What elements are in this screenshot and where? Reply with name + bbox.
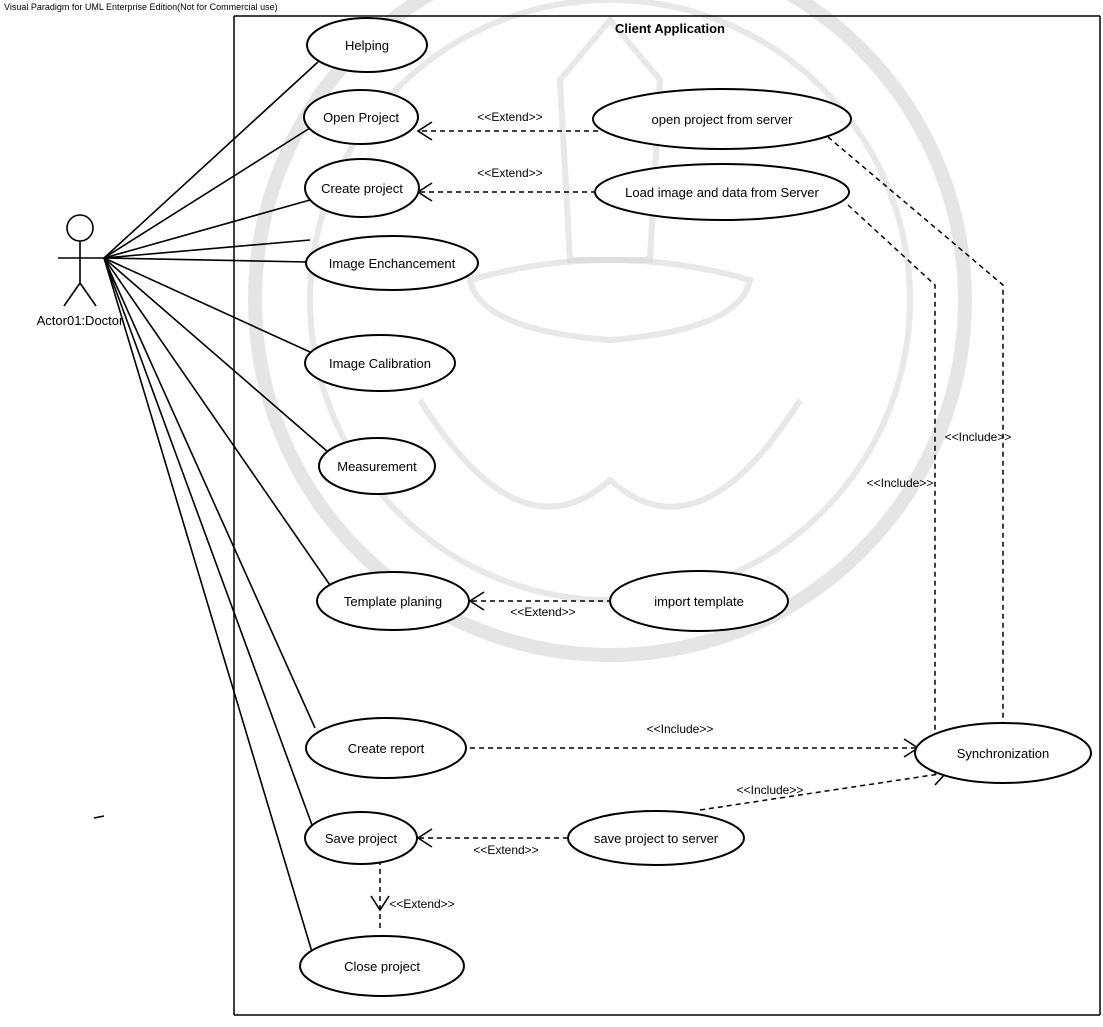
- use-case-save-project[interactable]: Save project: [304, 811, 418, 865]
- include-save-server-line: [699, 772, 947, 811]
- use-case-image-enhancement-label: Image Enchancement: [329, 256, 456, 271]
- include-load-server-line: [847, 204, 936, 773]
- extend-open-label: <<Extend>>: [477, 110, 542, 124]
- use-case-helping[interactable]: Helping: [306, 17, 428, 73]
- use-case-measurement[interactable]: Measurement: [318, 437, 436, 495]
- use-case-open-project[interactable]: Open Project: [303, 89, 419, 145]
- use-case-synchronization[interactable]: Synchronization: [914, 722, 1092, 784]
- use-case-template-planning-label: Template planing: [344, 594, 442, 609]
- extend-close-label: <<Extend>>: [389, 897, 454, 911]
- boundary-title: Client Application: [615, 21, 725, 36]
- use-case-image-calibration[interactable]: Image Calibration: [304, 334, 456, 392]
- use-case-image-enhancement[interactable]: Image Enchancement: [305, 235, 479, 291]
- assoc-template-planning: [103, 257, 333, 589]
- use-case-import-template[interactable]: import template: [609, 570, 789, 632]
- actor-left-leg: [63, 282, 81, 307]
- use-case-open-project-from-server-label: open project from server: [652, 112, 794, 127]
- actor-name: Actor01:Doctor: [37, 313, 124, 328]
- stray-mark: [93, 815, 105, 819]
- extend-close-arrowhead: [370, 895, 390, 912]
- use-case-save-project-label: Save project: [325, 831, 398, 846]
- use-case-template-planning[interactable]: Template planing: [316, 571, 470, 631]
- assoc-close-project: [103, 257, 313, 953]
- use-case-load-image-from-server-label: Load image and data from Server: [625, 185, 819, 200]
- use-case-save-project-to-server-label: save project to server: [594, 831, 719, 846]
- actor-doctor[interactable]: Actor01:Doctor: [37, 214, 124, 328]
- use-case-save-project-to-server[interactable]: save project to server: [567, 810, 745, 866]
- use-case-create-report[interactable]: Create report: [305, 717, 467, 779]
- assoc-open-project: [103, 127, 311, 259]
- use-case-open-project-from-server[interactable]: open project from server: [592, 88, 852, 150]
- assoc-image-enhancement: [103, 257, 309, 263]
- include-report-label: <<Include>>: [647, 722, 714, 736]
- assoc-create-report: [103, 257, 316, 729]
- include-save-server-label: <<Include>>: [737, 783, 804, 797]
- use-case-load-image-from-server[interactable]: Load image and data from Server: [594, 163, 850, 221]
- use-case-open-project-label: Open Project: [323, 110, 399, 125]
- actor-associations: [103, 61, 333, 953]
- extend-open-arrowhead: [416, 121, 433, 141]
- assoc-image-calibration: [103, 257, 311, 353]
- system-boundary: Client Application: [233, 15, 1101, 1016]
- use-case-import-template-label: import template: [654, 594, 744, 609]
- actor-head: [66, 214, 94, 242]
- assoc-measurement: [103, 257, 329, 453]
- use-case-close-project-label: Close project: [344, 959, 420, 974]
- include-open-server-line: [827, 136, 1004, 773]
- assoc-create-project: [103, 199, 311, 259]
- include-load-server-label: <<Include>>: [867, 476, 934, 490]
- use-case-close-project[interactable]: Close project: [299, 935, 465, 997]
- actor-right-leg: [79, 282, 97, 307]
- use-case-create-project-label: Create project: [321, 181, 403, 196]
- use-case-create-report-label: Create report: [348, 741, 425, 756]
- assoc-helping: [103, 61, 319, 259]
- extend-create-label: <<Extend>>: [477, 166, 542, 180]
- assoc-save-project: [103, 257, 313, 826]
- dependencies: <<Extend>> <<Extend>> <<Extend>> <<Inclu…: [370, 110, 1013, 930]
- assoc-create-project-2: [103, 239, 311, 259]
- use-case-image-calibration-label: Image Calibration: [329, 356, 431, 371]
- use-case-synchronization-label: Synchronization: [957, 746, 1050, 761]
- extend-save-server-label: <<Extend>>: [473, 843, 538, 857]
- use-case-create-project[interactable]: Create project: [304, 158, 420, 218]
- extend-template-label: <<Extend>>: [510, 605, 575, 619]
- use-case-measurement-label: Measurement: [337, 459, 417, 474]
- include-open-server-label: <<Include>>: [945, 430, 1012, 444]
- use-case-helping-label: Helping: [345, 38, 389, 53]
- header-text: Visual Paradigm for UML Enterprise Editi…: [4, 2, 278, 12]
